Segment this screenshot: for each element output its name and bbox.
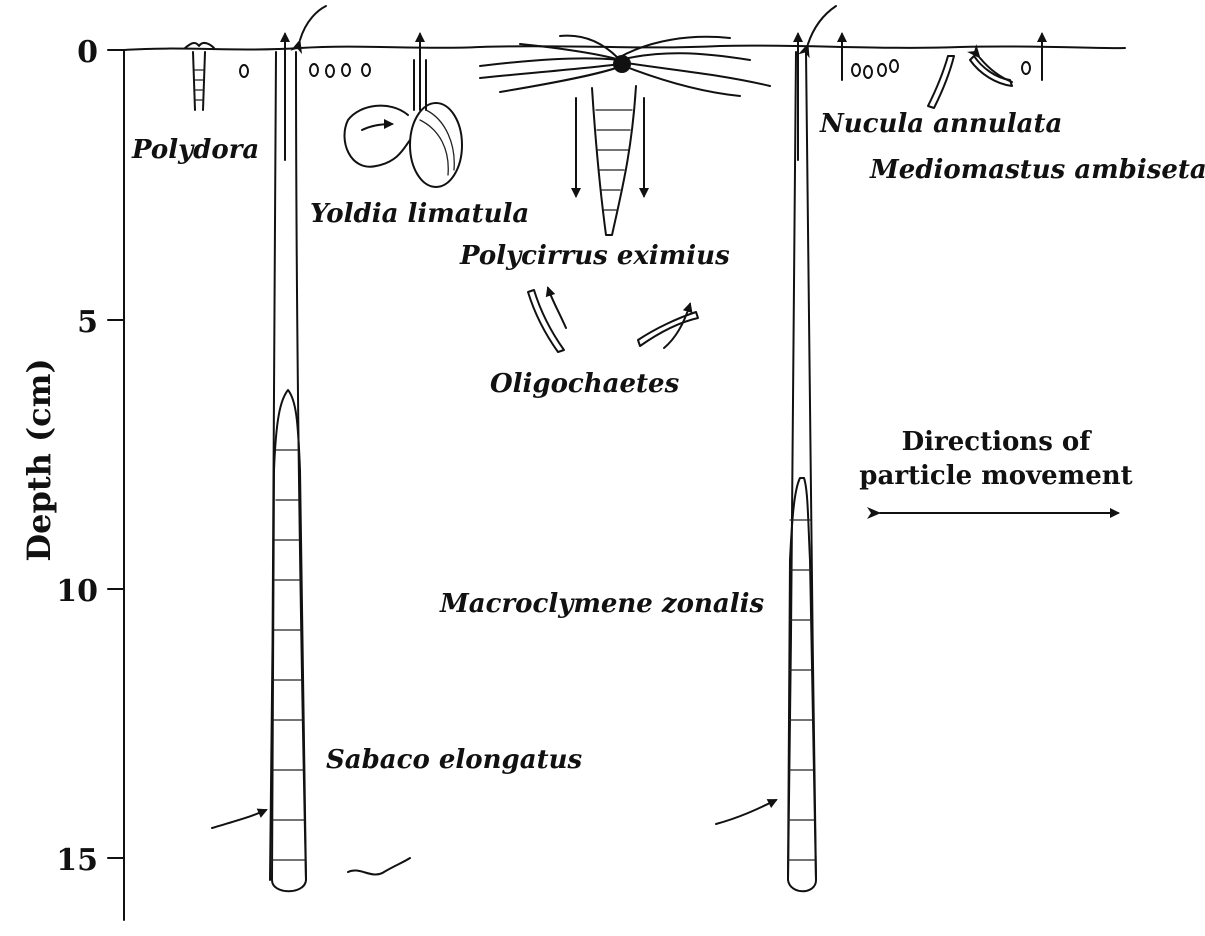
- axis-title: Depth (cm): [20, 358, 58, 561]
- arrow-bottom-right: [716, 800, 776, 824]
- arrow-bottom-left: [212, 810, 266, 828]
- label-yoldia: Yoldia limatula: [310, 199, 529, 229]
- label-macroclymene: Macroclymene zonalis: [439, 589, 764, 619]
- arrow-oligochaete-left: [548, 288, 566, 328]
- legend-line-1: Directions of: [902, 427, 1093, 457]
- surface-bivalves-left: [310, 64, 370, 77]
- depth-axis: 0 5 10 15 Depth (cm): [20, 35, 124, 920]
- label-polydora: Polydora: [131, 135, 259, 165]
- tick-label-5: 5: [77, 305, 98, 340]
- label-polycirrus: Polycirrus eximius: [459, 241, 730, 271]
- arrow-yoldia-feed: [362, 124, 392, 130]
- tick-label-15: 15: [56, 843, 98, 878]
- sediment-surface-line: [124, 46, 1125, 50]
- label-mediomastus: Mediomastus ambiseta: [869, 155, 1205, 185]
- arrow-curve-left-top: [300, 6, 326, 40]
- yoldia-drawing: [344, 34, 462, 187]
- legend: Directions of particle movement: [859, 427, 1132, 513]
- nucula-mediomastus-drawing: [842, 34, 1042, 108]
- arrow-curve-right-top: [808, 6, 836, 44]
- legend-line-2: particle movement: [859, 461, 1132, 491]
- label-oligochaetes: Oligochaetes: [490, 369, 680, 399]
- arrow-mediomastus: [980, 58, 1012, 82]
- macroclymene-tube: [716, 6, 836, 891]
- arrow-oligochaete-right: [664, 304, 690, 348]
- tick-label-0: 0: [77, 35, 98, 70]
- tick-label-10: 10: [56, 574, 98, 609]
- polydora-drawing: [185, 43, 248, 110]
- oligochaetes-drawing: [528, 288, 698, 352]
- label-sabaco: Sabaco elongatus: [326, 745, 582, 775]
- label-nucula: Nucula annulata: [819, 109, 1062, 139]
